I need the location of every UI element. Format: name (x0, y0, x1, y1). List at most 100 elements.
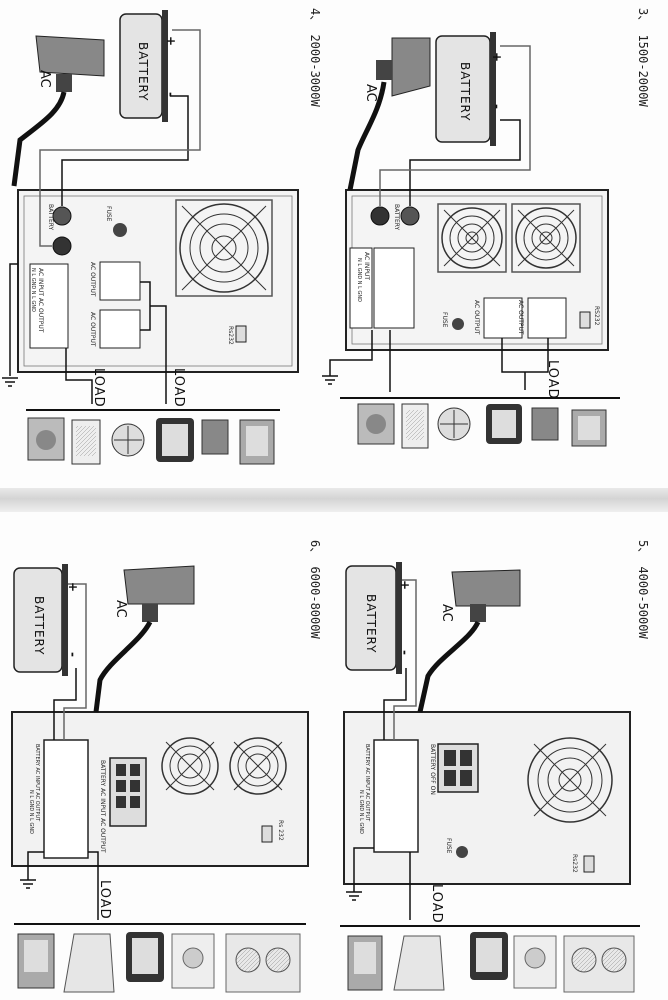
battery-jack-negative (52, 236, 72, 256)
ac-terminal-pins-label: N L GND N L GND (356, 258, 362, 302)
load-label: LOAD (91, 368, 106, 408)
computer-icon (347, 935, 383, 991)
heater-icon (401, 403, 429, 449)
terminal-header-label: BATTERY AC INPUT AC OUTPUT (364, 744, 370, 822)
television-icon (156, 418, 194, 462)
section-5-title: 5、 4000-5000W (636, 540, 650, 639)
phone-icon (201, 419, 229, 455)
phone-icon (531, 407, 559, 441)
laptop-icon (571, 409, 607, 447)
ground-symbol-icon (2, 377, 18, 387)
load-label: LOAD (429, 884, 444, 924)
rs232-label: Rs 232 (277, 820, 284, 841)
ac-terminal-pins-label: N L GND N L GND (30, 268, 36, 312)
terminal-header-label: BATTERY AC INPUT AC OUTPUT (34, 744, 40, 822)
ac-input-terminal (349, 247, 373, 329)
fuse-icon (456, 846, 468, 858)
fan-grille-icon (511, 203, 581, 273)
television-icon (486, 404, 522, 444)
load-label: LOAD (97, 880, 112, 920)
fan-grille-icon (161, 737, 219, 795)
ac-input-label: AC INPUT AC OUTPUT (37, 268, 44, 333)
battery-negative-mark: - (398, 650, 412, 655)
battery-switch (109, 757, 147, 827)
rs232-port (583, 855, 595, 873)
terminal-block (373, 739, 419, 853)
ac-input-label: AC INPUT (363, 252, 370, 281)
fan-grille-icon (229, 737, 287, 795)
ac-output-label: AC OUTPUT (517, 300, 524, 335)
battery-jack-label: BATTERY (47, 204, 54, 231)
ac-plug-icon (391, 37, 431, 97)
battery-jack-positive (400, 206, 420, 226)
fuse-label: FUSE (105, 206, 112, 222)
battery-positive-mark: + (490, 52, 504, 63)
microwave-icon (513, 935, 557, 989)
television-icon (126, 932, 164, 982)
battery-label: BATTERY (136, 42, 150, 102)
fan-grille-icon (437, 203, 507, 273)
battery-switch-label: BATTERY OFF ON (429, 744, 436, 795)
fuse-icon (113, 223, 127, 237)
rs232-port (579, 311, 591, 329)
ac-plug-icon (451, 569, 521, 607)
ac-output-socket (99, 309, 141, 349)
battery-label: BATTERY (32, 596, 46, 656)
desk-fan-icon (437, 407, 471, 441)
battery-jack-positive (52, 206, 72, 226)
section-6-title: 6、 6000-8000W (308, 540, 322, 639)
battery-positive-mark: + (398, 580, 412, 591)
section-6-diagram (11, 564, 309, 993)
battery-positive-mark: + (66, 582, 80, 593)
heater-icon (225, 933, 301, 993)
fuse-label: FUSE (441, 312, 448, 328)
ac-plug-icon (123, 565, 195, 605)
laptop-icon (239, 419, 275, 465)
desk-fan-icon (111, 423, 145, 457)
fan-grille-icon (527, 737, 613, 823)
rs232-label: Rs232 (571, 854, 578, 873)
ac-output-label: AC OUTPUT (473, 300, 480, 335)
ac-output-label: AC OUTPUT (89, 312, 96, 347)
ground-symbol-icon (20, 879, 36, 889)
section-4-title: 4、 2000-3000W (308, 8, 322, 107)
computer-icon (17, 933, 55, 989)
load-label: LOAD (171, 368, 186, 408)
ac-label: AC (363, 84, 378, 102)
ground-symbol-icon (322, 375, 338, 385)
terminal-pins-label: N L GND N L GND (28, 790, 34, 834)
fan-grille-icon (175, 199, 273, 297)
ground-symbol-icon (346, 891, 362, 901)
load-label: LOAD (545, 360, 560, 400)
battery-jack-label: BATTERY (393, 204, 400, 231)
section-3-title: 3、 1500-2000W (636, 8, 650, 107)
page-fold (0, 488, 668, 512)
battery-label: BATTERY (458, 62, 472, 122)
ac-label: AC (439, 604, 454, 622)
ac-label: AC (37, 70, 52, 88)
heater-icon (563, 935, 635, 993)
battery-jack-negative (370, 206, 390, 226)
battery-positive-mark: + (164, 36, 178, 47)
ac-output-socket (99, 261, 141, 301)
fuse-icon (452, 318, 464, 330)
rs232-port (261, 825, 273, 843)
rs232-label: RS232 (593, 306, 600, 326)
section-4-diagram (2, 10, 299, 465)
section-3-diagram (322, 32, 620, 449)
microwave-icon (171, 933, 215, 989)
rs232-label: Rs232 (227, 326, 234, 345)
air-purifier-icon (393, 935, 445, 991)
air-purifier-icon (63, 933, 115, 993)
ac-input-terminal (29, 263, 69, 349)
section-5-diagram (340, 562, 640, 993)
ac-plug-icon (35, 35, 105, 77)
ac-output-socket (527, 297, 567, 339)
ac-output-label: AC OUTPUT (89, 262, 96, 297)
battery-negative-mark: - (490, 104, 504, 109)
television-icon (470, 932, 508, 980)
ac-output-socket (483, 297, 523, 339)
motor-icon (357, 403, 395, 445)
